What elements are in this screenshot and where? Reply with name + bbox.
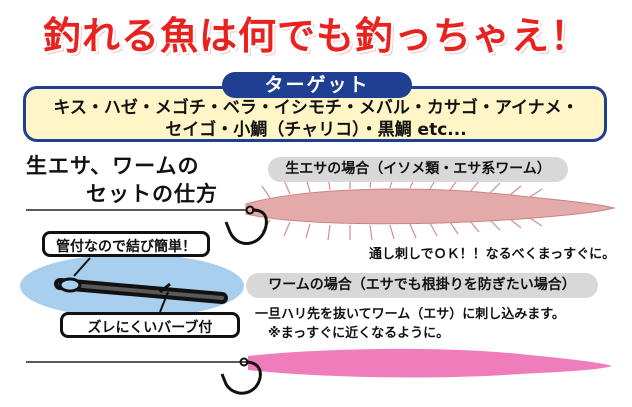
callout-barb: ズレにくいバーブ付 (60, 312, 240, 338)
hook-closeup-icon (54, 277, 228, 304)
callout-eyed-hook: 管付なので結び簡単！ (42, 231, 210, 257)
worm-hook-icon (220, 360, 262, 395)
section-title-line2: セットの仕方 (86, 182, 218, 206)
target-species-line2: セイゴ・小鯛（チャリコ）・黒鯛 etc... (165, 120, 467, 140)
headline: 釣れる魚は何でも釣っちゃえ！ (42, 14, 589, 58)
live-bait-hook-icon (224, 208, 268, 245)
worm-lure-illustration (248, 348, 612, 378)
target-label: ターゲット (222, 72, 412, 98)
worm-note-1: 一旦ハリ先を抜いてワーム（エサ）に刺し込みます。 (255, 307, 565, 322)
worm-note-2: ※まっすぐに近くなるように。 (268, 326, 450, 341)
section-title: 生エサ、ワームの セットの仕方 (26, 152, 218, 208)
live-bait-note: 通し刺しでＯＫ！！なるべくまっすぐに。 (369, 247, 616, 262)
live-bait-worm-illustration (245, 173, 616, 241)
worm-label: ワームの場合（エサでも根掛りを防ぎたい場合） (246, 273, 598, 298)
live-bait-label: 生エサの場合（イソメ類・エサ系ワーム） (268, 157, 568, 182)
target-species-line1: キス・ハゼ・メゴチ・ベラ・イシモチ・メバル・カサゴ・アイナメ・ (53, 98, 579, 118)
section-title-line1: 生エサ、ワームの (26, 154, 200, 178)
